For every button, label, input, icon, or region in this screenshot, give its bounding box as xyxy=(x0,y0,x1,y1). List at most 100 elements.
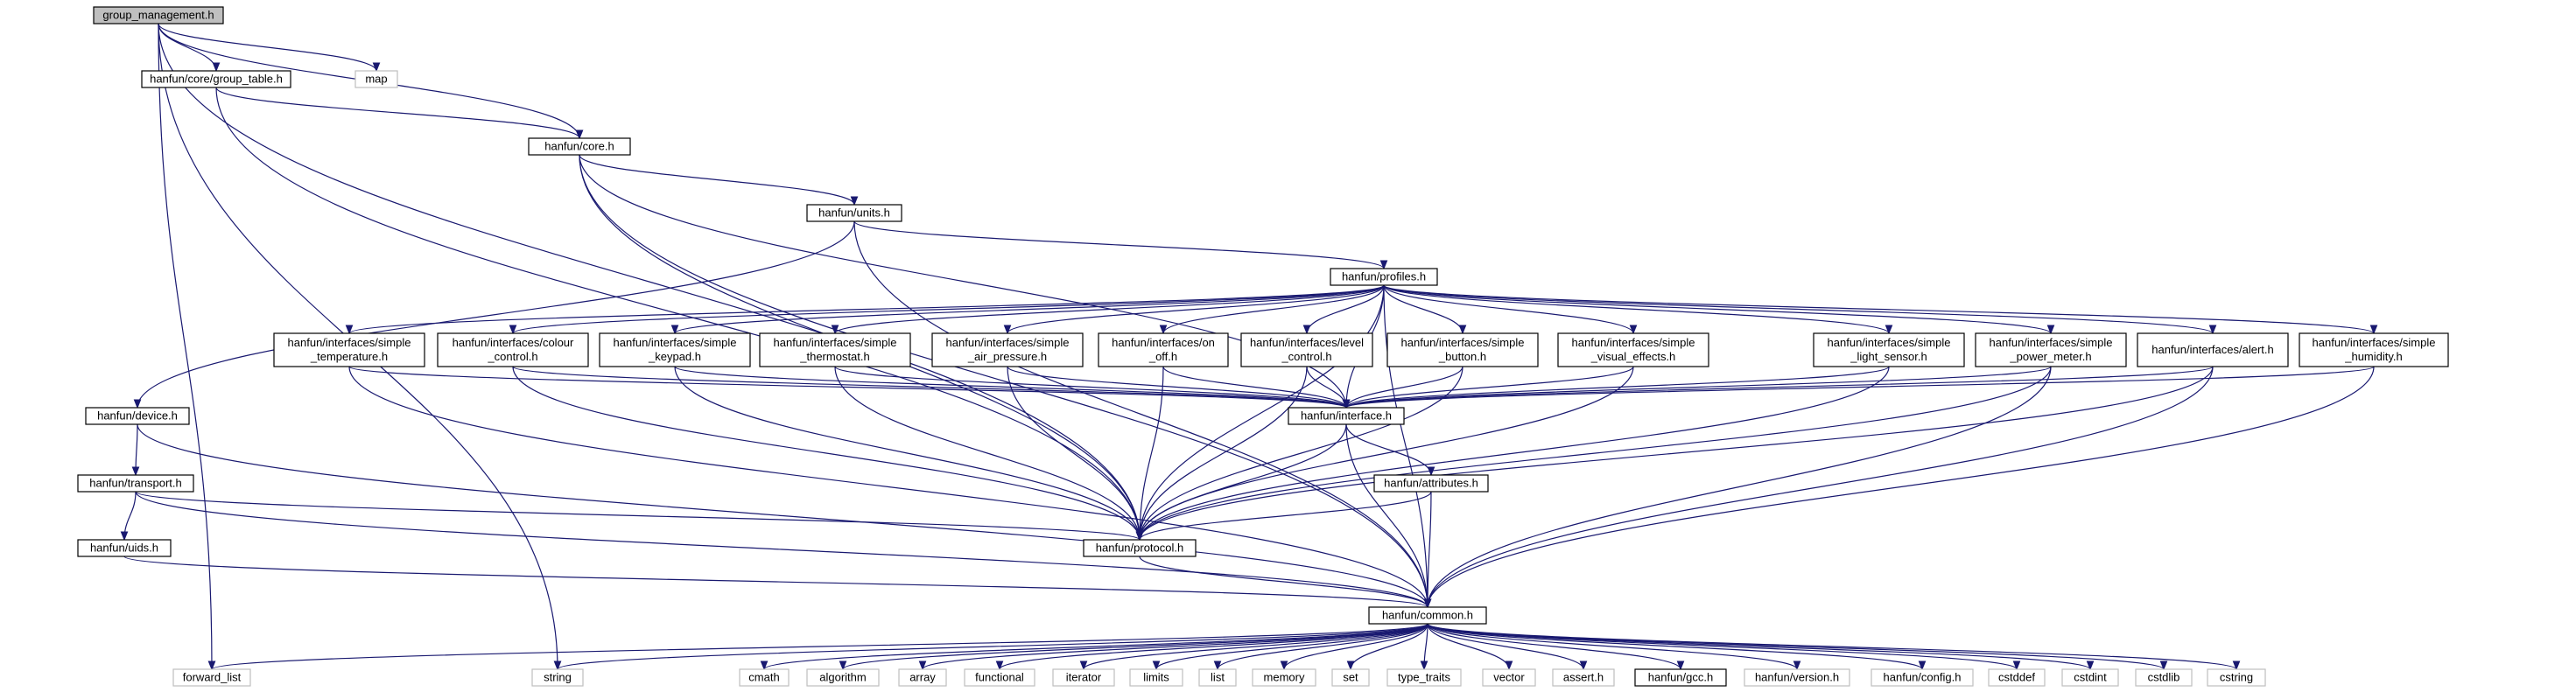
node-alert[interactable]: hanfun/interfaces/alert.h xyxy=(2137,332,2289,367)
node-functional: functional xyxy=(964,668,1035,687)
node-temperature[interactable]: hanfun/interfaces/simple_temperature.h xyxy=(273,332,425,367)
edge-air_pressure-to-interface xyxy=(1007,366,1346,409)
edge-common-to-gcc xyxy=(1427,623,1681,670)
node-transport[interactable]: hanfun/transport.h xyxy=(77,474,194,493)
node-array: array xyxy=(898,668,947,687)
edge-common-to-algorithm xyxy=(843,623,1428,670)
node-uids[interactable]: hanfun/uids.h xyxy=(77,539,172,557)
edge-common-to-forward_list xyxy=(212,623,1428,670)
node-group-management[interactable]: group_management.h xyxy=(93,6,224,24)
node-box xyxy=(1052,668,1115,687)
node-list: list xyxy=(1198,668,1237,687)
node-profiles[interactable]: hanfun/profiles.h xyxy=(1330,268,1438,286)
node-label: hanfun/transport.h xyxy=(89,477,182,490)
node-box xyxy=(2135,668,2193,687)
node-level-control[interactable]: hanfun/interfaces/level_control.h xyxy=(1240,332,1373,367)
node-label: hanfun/interfaces/simple xyxy=(946,336,1070,349)
node-label: array xyxy=(909,671,936,684)
node-label: hanfun/interfaces/simple xyxy=(288,336,411,349)
node-version: hanfun/version.h xyxy=(1744,668,1850,687)
node-box xyxy=(1288,407,1405,425)
node-light-sensor[interactable]: hanfun/interfaces/simple_light_sensor.h xyxy=(1813,332,1965,367)
node-gcc[interactable]: hanfun/gcc.h xyxy=(1634,668,1727,687)
node-label: group_management.h xyxy=(102,9,214,22)
node-thermostat[interactable]: hanfun/interfaces/simple_thermostat.h xyxy=(759,332,911,367)
node-device[interactable]: hanfun/device.h xyxy=(85,407,190,425)
node-box xyxy=(1368,606,1487,625)
node-label: cmath xyxy=(748,671,779,684)
node-box xyxy=(1331,668,1370,687)
node-box xyxy=(1083,539,1197,557)
node-box xyxy=(1813,332,1965,367)
node-visual-effects[interactable]: hanfun/interfaces/simple_visual_effects.… xyxy=(1557,332,1709,367)
node-box xyxy=(2207,668,2266,687)
edge-device-to-common xyxy=(137,423,1428,607)
node-box xyxy=(1744,668,1850,687)
node-box xyxy=(528,137,631,156)
node-box xyxy=(141,70,291,88)
node-label: forward_list xyxy=(183,671,242,684)
edge-device-to-transport xyxy=(136,423,137,475)
edge-common-to-memory xyxy=(1284,623,1428,670)
edge-group_table-to-core xyxy=(215,87,579,139)
node-label: iterator xyxy=(1066,671,1102,684)
node-box xyxy=(2061,668,2119,687)
edge-units-to-common xyxy=(853,220,1428,607)
node-box xyxy=(77,539,172,557)
node-string: string xyxy=(531,668,584,687)
edge-units-to-device xyxy=(137,220,855,408)
node-interface[interactable]: hanfun/interface.h xyxy=(1288,407,1405,425)
node-label: _button.h xyxy=(1438,350,1486,363)
node-type-traits: type_traits xyxy=(1386,668,1462,687)
node-humidity[interactable]: hanfun/interfaces/simple_humidity.h xyxy=(2299,332,2449,367)
node-label: _light_sensor.h xyxy=(1850,350,1927,363)
node-group-table[interactable]: hanfun/core/group_table.h xyxy=(141,70,291,88)
node-map: map xyxy=(354,70,398,88)
node-memory: memory xyxy=(1252,668,1316,687)
node-label: vector xyxy=(1493,671,1525,684)
node-box xyxy=(1330,268,1438,286)
edge-common-to-set xyxy=(1351,623,1428,670)
node-box xyxy=(1386,332,1539,367)
node-cstddef: cstddef xyxy=(1988,668,2046,687)
node-attributes[interactable]: hanfun/attributes.h xyxy=(1373,474,1489,493)
edge-common-to-cmath xyxy=(764,623,1428,670)
node-box xyxy=(1634,668,1727,687)
node-power-meter[interactable]: hanfun/interfaces/simple_power_meter.h xyxy=(1975,332,2127,367)
edge-attributes-to-common xyxy=(1428,491,1432,607)
node-keypad[interactable]: hanfun/interfaces/simple_keypad.h xyxy=(599,332,751,367)
node-box xyxy=(599,332,751,367)
edge-profiles-to-thermostat xyxy=(835,284,1385,334)
node-air-pressure[interactable]: hanfun/interfaces/simple_air_pressure.h xyxy=(931,332,1084,367)
edge-core-to-interface xyxy=(579,154,1346,408)
node-box xyxy=(1552,668,1615,687)
node-label: hanfun/gcc.h xyxy=(1648,671,1713,684)
edge-thermostat-to-interface xyxy=(834,366,1346,409)
node-label: _keypad.h xyxy=(648,350,701,363)
node-box xyxy=(2137,332,2289,367)
node-on-off[interactable]: hanfun/interfaces/on_off.h xyxy=(1098,332,1229,367)
node-label: set xyxy=(1343,671,1358,684)
edge-group_table-to-protocol xyxy=(215,87,1140,540)
node-label: cstdlib xyxy=(2148,671,2180,684)
node-common[interactable]: hanfun/common.h xyxy=(1368,606,1487,625)
node-units[interactable]: hanfun/units.h xyxy=(806,204,902,222)
node-box xyxy=(1557,332,1709,367)
node-label: hanfun/interfaces/simple xyxy=(1572,336,1695,349)
node-forward-list: forward_list xyxy=(172,668,251,687)
node-colour-control[interactable]: hanfun/interfaces/colour_control.h xyxy=(437,332,589,367)
node-core[interactable]: hanfun/core.h xyxy=(528,137,631,156)
edge-interface-to-common xyxy=(1345,423,1428,607)
node-button[interactable]: hanfun/interfaces/simple_button.h xyxy=(1386,332,1539,367)
node-assert: assert.h xyxy=(1552,668,1615,687)
edge-visual_effects-to-interface xyxy=(1346,366,1634,409)
node-box xyxy=(1198,668,1237,687)
node-label: hanfun/interfaces/alert.h xyxy=(2151,343,2273,356)
node-box xyxy=(1098,332,1229,367)
node-box xyxy=(1252,668,1316,687)
node-cmath: cmath xyxy=(739,668,790,687)
edge-uids-to-common xyxy=(123,556,1428,608)
node-label: hanfun/uids.h xyxy=(90,542,158,555)
node-protocol[interactable]: hanfun/protocol.h xyxy=(1083,539,1197,557)
